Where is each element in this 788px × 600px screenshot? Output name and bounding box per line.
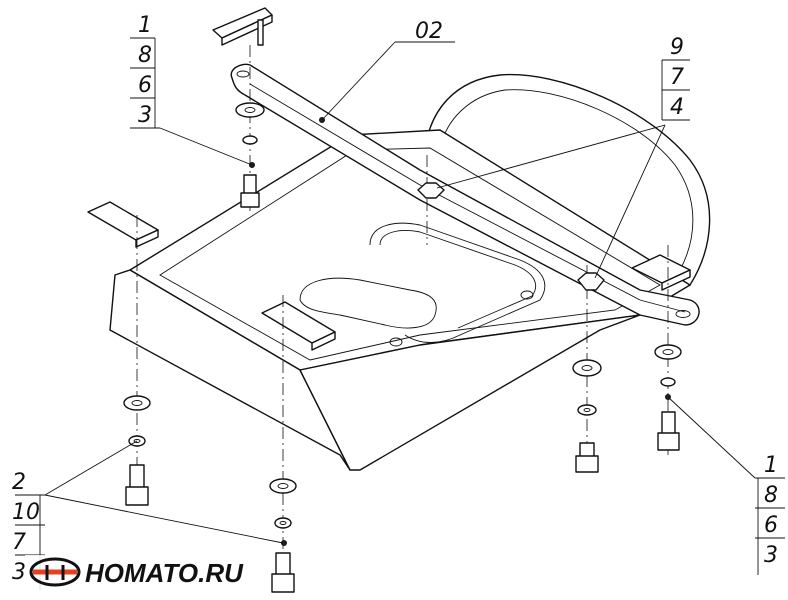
callout-number: 4 <box>670 95 684 120</box>
skid-plate <box>109 73 711 471</box>
callout-number: 1 <box>764 453 778 478</box>
fastener-stack <box>235 102 265 208</box>
callout-group-bottom-left: 2 10 7 3 <box>12 470 40 585</box>
drain-hole <box>389 337 403 347</box>
callout-label-02: 02 <box>415 19 443 44</box>
callout-number: 3 <box>138 103 152 128</box>
fastener-stack <box>572 359 602 473</box>
fastener-stack <box>123 395 151 506</box>
callout-number: 9 <box>670 35 684 60</box>
callout-number: 10 <box>12 500 40 525</box>
callout-number: 6 <box>764 513 778 538</box>
callout-number: 8 <box>764 483 778 508</box>
callout-number: 7 <box>12 530 26 555</box>
mounting-plate <box>631 254 691 291</box>
callout-group-top-left: 1 8 6 3 <box>138 13 152 128</box>
mounting-plate <box>261 301 336 351</box>
callout-number: 2 <box>12 470 26 495</box>
fastener-stack <box>269 478 297 593</box>
callout-number: 6 <box>138 73 152 98</box>
crossbar-bracket <box>230 63 700 326</box>
callout-group-bottom-right: 1 8 6 3 <box>764 453 778 568</box>
logo-mark-icon <box>29 557 81 587</box>
fastener-stack <box>417 182 445 199</box>
fastener-stack <box>654 344 682 451</box>
fastener-stack <box>577 272 605 291</box>
callout-number: 8 <box>138 43 152 68</box>
skid-plate-lower-face <box>299 314 641 471</box>
stiffening-rib <box>299 277 437 329</box>
logo-text: HOMATO.RU <box>85 558 244 588</box>
mounting-plate <box>87 201 159 248</box>
callout-number: 3 <box>12 560 26 585</box>
homato-logo: HOMATO.RU <box>25 555 244 593</box>
callout-02: 02 <box>415 19 443 44</box>
callout-number: 1 <box>138 13 152 38</box>
drain-hole <box>520 290 534 300</box>
mounting-plate <box>212 7 273 46</box>
callout-number: 3 <box>764 543 778 568</box>
callout-number: 7 <box>670 65 684 90</box>
callout-group-top-right: 9 7 4 <box>670 35 684 120</box>
